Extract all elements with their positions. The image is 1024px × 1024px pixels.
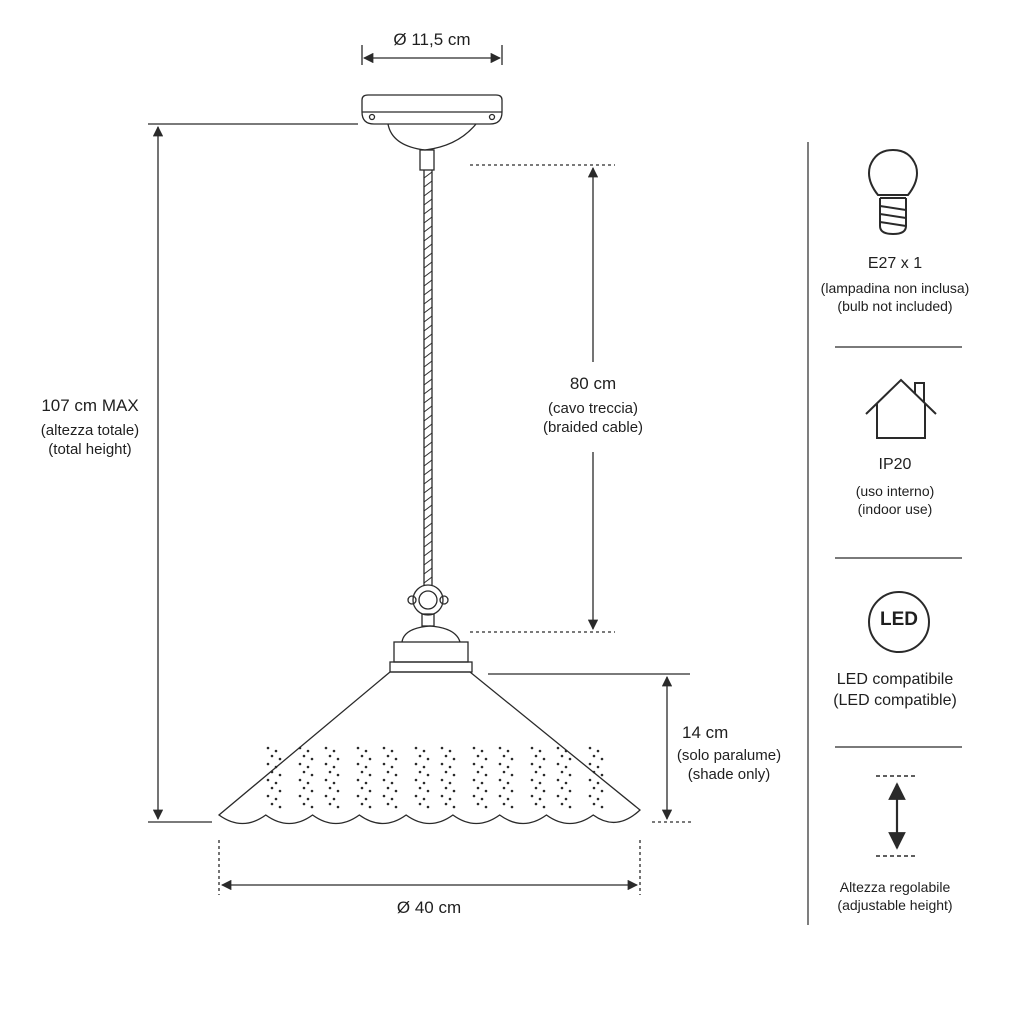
ip-en: (indoor use): [857, 500, 933, 517]
height-en: (adjustable height): [837, 897, 953, 914]
total-height-label: 107 cm MAX (altezza totale) (total heigh…: [20, 395, 160, 460]
total-height-value: 107 cm MAX: [41, 396, 139, 415]
shade-height-it: (solo paralume): [676, 747, 782, 765]
led-badge-text: LED: [880, 609, 918, 630]
shade-height-label: 14 cm (solo paralume) (shade only): [664, 722, 794, 785]
house-icon: [865, 378, 937, 439]
cable-it: (cavo treccia): [547, 400, 639, 418]
cable-en: (braided cable): [542, 419, 644, 436]
total-height-en: (total height): [48, 441, 132, 458]
led-it: LED compatibile: [836, 671, 954, 688]
ip-title: IP20: [878, 456, 912, 473]
ip-it: (uso interno): [855, 482, 935, 499]
top-diameter-text: Ø 11,5 cm: [393, 30, 471, 49]
braided-cable: [423, 170, 433, 585]
lamp-shade: [217, 671, 641, 825]
bulb-caption: E27 x 1 (lampadina non inclusa) (bulb no…: [785, 254, 1005, 315]
led-en: (LED compatible): [833, 691, 957, 709]
cable-label: 80 cm (cavo treccia) (braided cable): [523, 373, 663, 438]
led-icon: [868, 591, 930, 653]
top-diameter-label: Ø 11,5 cm: [362, 29, 502, 50]
led-caption: LED compatibile (LED compatible): [785, 670, 1005, 712]
cable-value: 80 cm: [569, 374, 617, 393]
ceiling-canopy: [361, 94, 503, 171]
ip-caption: IP20 (uso interno) (indoor use): [785, 455, 1005, 518]
total-height-it: (altezza totale): [40, 422, 140, 440]
lightbulb-icon: [868, 148, 918, 236]
total-height-dimension: [148, 123, 358, 823]
height-caption: Altezza regolabile (adjustable height): [785, 878, 1005, 914]
height-it: Altezza regolabile: [839, 879, 951, 895]
top-diameter-dimension: [361, 45, 503, 65]
shade-height-dimension: [488, 673, 692, 823]
bulb-it: (lampadina non inclusa): [820, 279, 970, 296]
bulb-title: E27 x 1: [867, 255, 923, 272]
cable-dimension: [470, 164, 615, 633]
shade-diameter-text: Ø 40 cm: [396, 898, 462, 917]
shade-diameter-label: Ø 40 cm: [359, 897, 499, 918]
shade-diameter-dimension: [218, 840, 641, 895]
shade-height-value: 14 cm: [682, 723, 729, 742]
adjustable-height-icon: [876, 775, 917, 857]
bulb-en: (bulb not included): [837, 297, 953, 314]
shade-cap: [389, 625, 473, 673]
shade-height-en: (shade only): [687, 766, 771, 783]
cable-ring: [407, 584, 449, 627]
